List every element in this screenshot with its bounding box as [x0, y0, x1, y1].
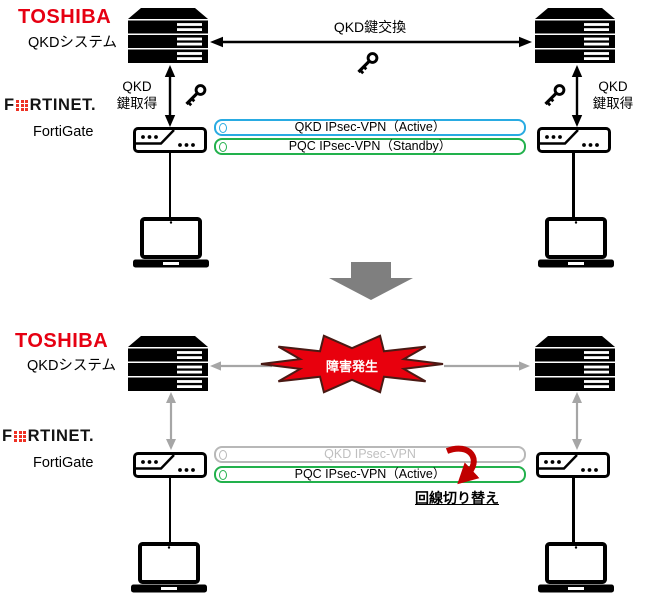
fortinet-logo: F RTINET. [4, 96, 96, 115]
qkd-key-acquire-line2: 鍵取得 [592, 96, 634, 111]
qkd-system-label: QKDシステム [28, 35, 117, 51]
fortinet-logo-rest: RTINET. [27, 427, 95, 445]
bar-cap [218, 469, 227, 480]
bar-cap [218, 141, 227, 152]
qkd-key-acquire-label-left: QKD 鍵取得 [110, 78, 164, 112]
failure-label: 障害発生 [325, 359, 378, 374]
fortinet-logo-f: F [2, 427, 13, 445]
laptop-icon-right [538, 542, 614, 594]
qkd-key-acquire-line1: QKD [122, 79, 152, 94]
fortinet-grid-icon [14, 430, 27, 443]
failed-link-arrow-right [444, 361, 530, 371]
fortigate-router-icon-right [536, 452, 610, 478]
fortigate-label: FortiGate [33, 124, 94, 140]
qkd-key-acquire-arrow-right [571, 65, 583, 127]
vpn-bar-label: QKD IPsec-VPN [324, 447, 416, 462]
vpn-bar-pqc-active: PQC IPsec-VPN（Active） [214, 466, 526, 483]
vpn-bar-label: QKD IPsec-VPN（Active） [294, 120, 446, 135]
degraded-key-arrow-left [166, 392, 176, 450]
laptop-icon-left [131, 542, 207, 594]
switchover-arrow [445, 445, 480, 485]
qkd-key-acquire-label-right: QKD 鍵取得 [586, 78, 640, 112]
qkd-key-exchange-arrow [210, 36, 532, 48]
vpn-bar-qkd-active: QKD IPsec-VPN（Active） [214, 119, 526, 136]
transition-down-arrow [329, 262, 413, 300]
qkd-key-acquire-line1: QKD [598, 79, 628, 94]
failed-link-arrow-left [210, 361, 272, 371]
bar-cap [218, 449, 227, 460]
lan-line-left [168, 153, 171, 217]
toshiba-logo: TOSHIBA [15, 330, 109, 352]
qkd-key-acquire-arrow-left [164, 65, 176, 127]
failure-starburst [260, 334, 444, 394]
fortinet-logo-f: F [4, 96, 15, 114]
qkd-server-icon-right [535, 336, 615, 392]
vpn-bar-pqc-standby: PQC IPsec-VPN（Standby） [214, 138, 526, 155]
degraded-key-arrow-right [572, 392, 582, 450]
lan-line-right [572, 153, 575, 217]
vpn-bar-label: PQC IPsec-VPN（Standby） [288, 139, 452, 154]
switchover-label: 回線切り替え [415, 490, 499, 506]
lan-line-left [168, 478, 171, 545]
fortinet-grid-icon [16, 99, 29, 112]
fortigate-router-icon-left [133, 452, 207, 478]
toshiba-logo: TOSHIBA [18, 6, 112, 28]
qkd-key-exchange-label: QKD鍵交換 [333, 19, 407, 35]
fortigate-label: FortiGate [33, 455, 94, 471]
lan-line-right [572, 478, 575, 545]
qkd-system-label: QKDシステム [27, 358, 116, 374]
bar-cap [218, 122, 227, 133]
fortinet-logo-rest: RTINET. [29, 96, 97, 114]
vpn-bar-label: PQC IPsec-VPN（Active） [294, 467, 446, 482]
fortinet-logo: F RTINET. [2, 427, 94, 446]
qkd-key-acquire-line2: 鍵取得 [116, 96, 158, 111]
qkd-server-icon-left [128, 336, 208, 392]
